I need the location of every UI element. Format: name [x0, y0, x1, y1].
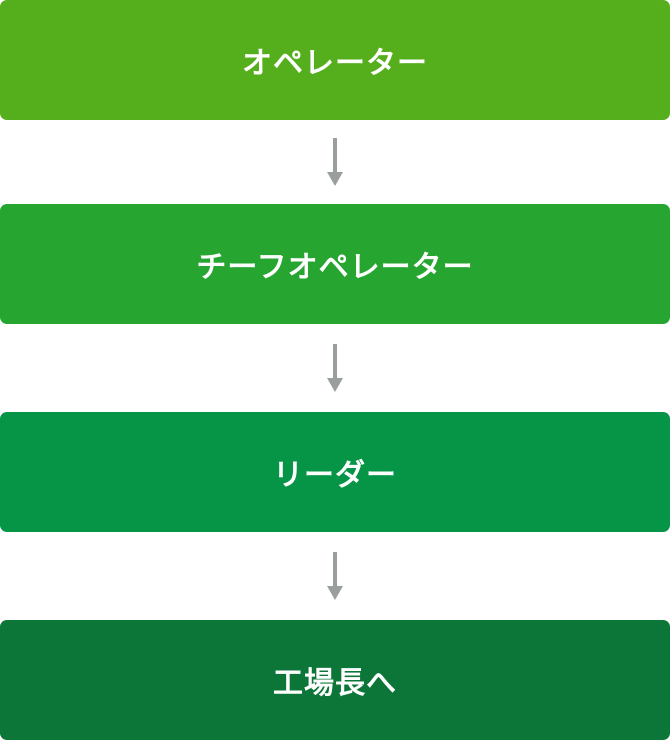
- step-label: 工場長へ: [273, 666, 397, 701]
- step-label: チーフオペレーター: [196, 250, 474, 285]
- step-leader: リーダー: [0, 412, 670, 532]
- step-label: リーダー: [273, 458, 397, 493]
- step-chief-operator: チーフオペレーター: [0, 204, 670, 324]
- arrow-down-icon: [327, 344, 343, 392]
- step-factory-manager: 工場長へ: [0, 620, 670, 740]
- step-label: オペレーター: [242, 46, 428, 81]
- step-operator: オペレーター: [0, 0, 670, 120]
- arrow-down-icon: [327, 552, 343, 600]
- arrow-down-icon: [327, 138, 343, 186]
